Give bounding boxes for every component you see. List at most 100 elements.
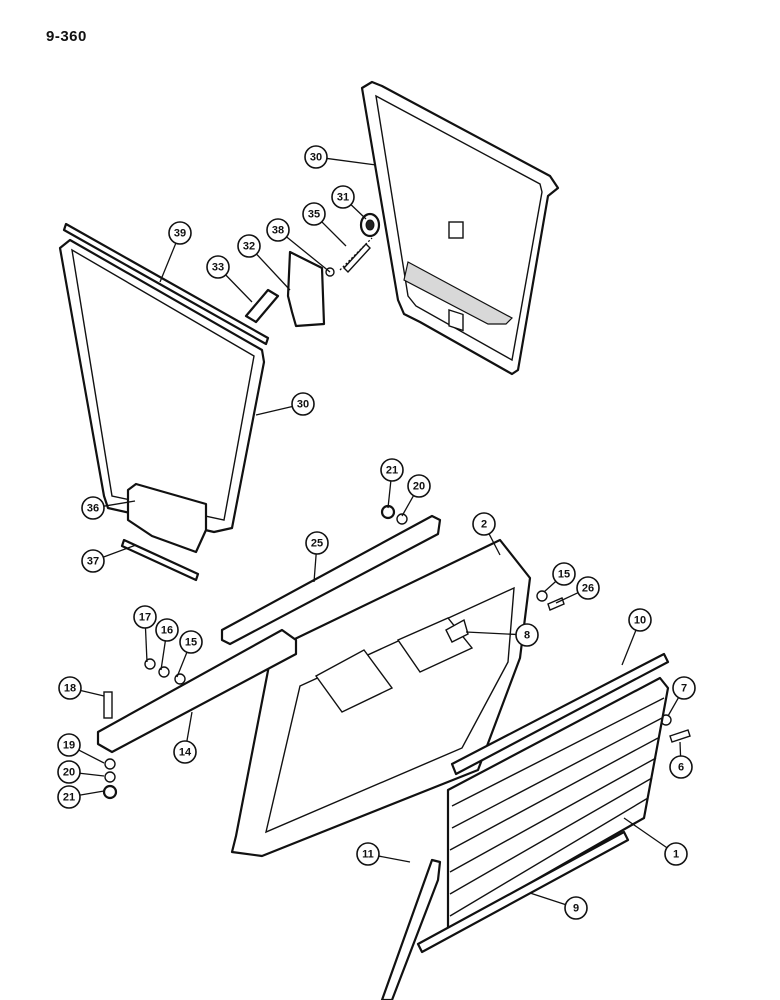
panel-30-front bbox=[58, 222, 270, 534]
leader-line bbox=[256, 253, 291, 291]
bracket-32 bbox=[286, 250, 326, 328]
callout-label: 31 bbox=[337, 192, 349, 204]
callout-circle bbox=[206, 255, 230, 279]
callout-label: 20 bbox=[413, 481, 425, 493]
callout-c38: 38 bbox=[266, 218, 331, 273]
callout-label: 6 bbox=[678, 762, 684, 774]
callout-circle bbox=[81, 549, 105, 573]
strip-10 bbox=[450, 652, 670, 776]
leader-line bbox=[543, 580, 557, 593]
strip-37 bbox=[120, 538, 200, 582]
callout-c19: 19 bbox=[57, 733, 105, 764]
callout-c2: 2 bbox=[472, 512, 501, 556]
strip-9 bbox=[416, 830, 630, 954]
callout-c32: 32 bbox=[237, 234, 291, 291]
leader-line bbox=[144, 627, 148, 663]
leader-line bbox=[326, 157, 377, 166]
callout-c17: 17 bbox=[133, 605, 157, 663]
callout-label: 18 bbox=[64, 683, 76, 695]
leader-line bbox=[286, 236, 331, 273]
callout-c36: 36 bbox=[81, 496, 136, 520]
callout-circle bbox=[515, 623, 539, 647]
callout-circle bbox=[81, 496, 105, 520]
callout-circle bbox=[237, 234, 261, 258]
leader-line bbox=[225, 274, 253, 303]
bolt-18 bbox=[103, 691, 113, 719]
callout-label: 35 bbox=[308, 209, 320, 221]
callout-label: 20 bbox=[63, 767, 75, 779]
callout-label: 15 bbox=[558, 569, 570, 581]
bracket-11 bbox=[380, 858, 442, 1000]
callout-label: 30 bbox=[297, 399, 309, 411]
leader-line bbox=[378, 855, 411, 863]
callout-label: 25 bbox=[311, 538, 323, 550]
leader-line bbox=[350, 204, 367, 220]
callout-circle bbox=[173, 740, 197, 764]
callout-circle bbox=[58, 676, 82, 700]
leader-line bbox=[79, 772, 105, 777]
leader-line bbox=[186, 711, 193, 742]
leader-line bbox=[79, 790, 105, 796]
callout-label: 30 bbox=[310, 152, 322, 164]
callout-c6: 6 bbox=[669, 741, 693, 779]
callout-circle bbox=[302, 202, 326, 226]
callout-label: 21 bbox=[386, 465, 398, 477]
frame-2 bbox=[230, 538, 532, 858]
callout-label: 15 bbox=[185, 637, 197, 649]
callout-circle bbox=[305, 531, 329, 555]
callout-circle bbox=[304, 145, 328, 169]
callout-label: 8 bbox=[524, 630, 530, 642]
leader-line bbox=[159, 242, 177, 283]
callout-circle bbox=[356, 842, 380, 866]
callout-label: 36 bbox=[87, 503, 99, 515]
leader-line bbox=[387, 480, 392, 509]
callout-c1: 1 bbox=[623, 817, 688, 866]
leader-line bbox=[255, 405, 293, 416]
leader-line bbox=[667, 697, 680, 717]
callout-label: 17 bbox=[139, 612, 151, 624]
callout-c8: 8 bbox=[465, 623, 539, 647]
leader-line bbox=[529, 892, 566, 906]
callout-label: 39 bbox=[174, 228, 186, 240]
nut-21 bbox=[102, 784, 118, 800]
callout-c26: 26 bbox=[555, 576, 600, 604]
callout-c25: 25 bbox=[305, 531, 329, 583]
callout-c14: 14 bbox=[173, 711, 197, 764]
callout-c20b: 20 bbox=[57, 760, 105, 784]
callout-circle bbox=[672, 676, 696, 700]
bolt-6 bbox=[669, 729, 691, 743]
callout-circle bbox=[407, 474, 431, 498]
louver-panel-1 bbox=[446, 676, 670, 932]
callout-c18: 18 bbox=[58, 676, 105, 700]
leader-line bbox=[488, 533, 501, 556]
bar-14 bbox=[96, 628, 298, 754]
leader-line bbox=[465, 631, 517, 636]
callout-c37: 37 bbox=[81, 544, 137, 573]
callout-circle bbox=[472, 512, 496, 536]
roller-33 bbox=[244, 288, 280, 324]
callout-c33: 33 bbox=[206, 255, 253, 303]
panel-30-rear bbox=[360, 80, 560, 376]
washer-20 bbox=[104, 771, 116, 783]
callout-circle bbox=[628, 608, 652, 632]
callout-label: 33 bbox=[212, 262, 224, 274]
callout-circle bbox=[564, 896, 588, 920]
callout-circle bbox=[331, 185, 355, 209]
callout-c11: 11 bbox=[356, 842, 411, 866]
washer-19 bbox=[104, 758, 116, 770]
rail-25 bbox=[220, 514, 442, 646]
callout-circle bbox=[576, 576, 600, 600]
callout-circle bbox=[380, 458, 404, 482]
page-label: 9-360 bbox=[46, 28, 87, 45]
leader-line bbox=[176, 651, 188, 678]
callout-c7: 7 bbox=[667, 676, 696, 717]
callout-circle bbox=[179, 630, 203, 654]
callout-c30a: 30 bbox=[304, 145, 377, 169]
leader-line bbox=[313, 553, 317, 583]
callout-c15b: 15 bbox=[176, 630, 203, 678]
callout-circle bbox=[168, 221, 192, 245]
leader-line bbox=[78, 749, 105, 764]
callout-label: 21 bbox=[63, 792, 75, 804]
washer-15 bbox=[174, 673, 186, 685]
